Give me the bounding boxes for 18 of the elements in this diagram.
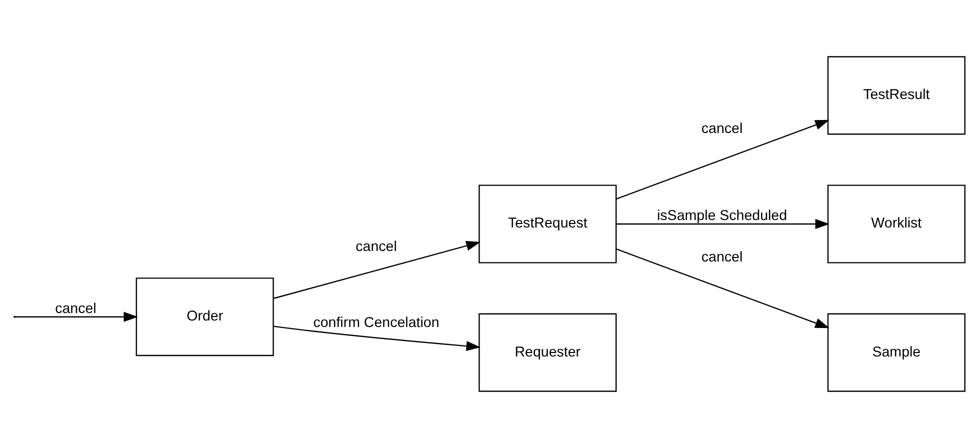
arrow — [616, 219, 830, 229]
arrow — [15, 312, 138, 322]
node-box: Requester — [478, 313, 617, 392]
arrow — [616, 248, 830, 328]
arrow — [273, 240, 480, 300]
node-box: TestResult — [827, 56, 966, 135]
edge-label: cancel — [701, 121, 743, 138]
edge-label: cancel — [356, 238, 397, 255]
arrow — [616, 120, 830, 200]
edge-label: cancel — [701, 250, 743, 266]
node-box: TestRequest — [478, 184, 617, 264]
node-box: Sample — [827, 313, 966, 392]
edge-label: cancel — [55, 300, 96, 317]
edge-label: isSample Scheduled — [657, 208, 788, 224]
arrow — [274, 326, 481, 352]
edge-label: confirm Cencelation — [313, 315, 440, 332]
node-box: Order — [136, 278, 274, 356]
node-box: Worklist — [827, 184, 966, 264]
